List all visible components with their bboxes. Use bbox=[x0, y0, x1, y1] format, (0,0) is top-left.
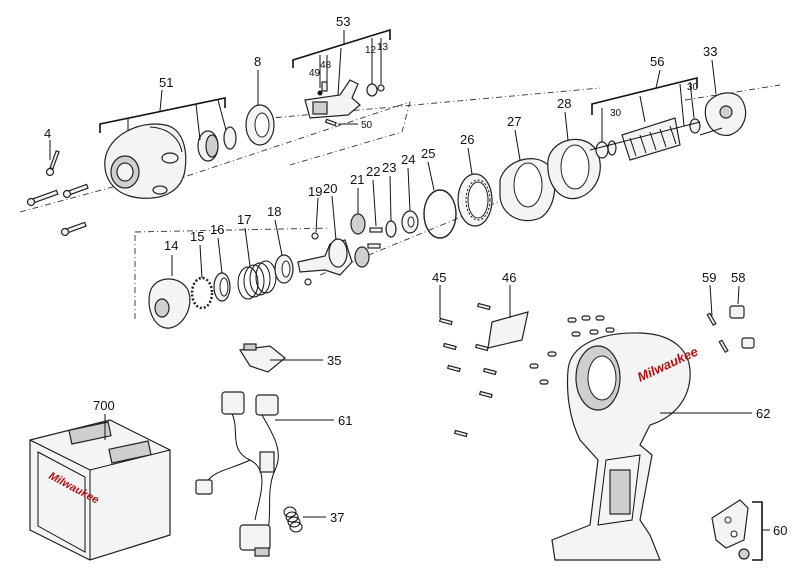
part-20-spindle bbox=[297, 238, 353, 276]
screw bbox=[62, 183, 89, 199]
label-700: 700 bbox=[93, 398, 115, 413]
label-50: 50 bbox=[361, 120, 373, 131]
label-61: 61 bbox=[338, 413, 352, 428]
assembly-axis-lines bbox=[19, 84, 781, 320]
part-27-gear-case bbox=[499, 158, 556, 222]
label-56: 56 bbox=[650, 54, 664, 69]
callout-labels: 4 51 8 53 12 13 48 49 50 14 15 16 17 18 … bbox=[44, 14, 787, 538]
part-13-oring bbox=[377, 84, 385, 92]
part-45-screws bbox=[438, 302, 497, 438]
screw bbox=[60, 221, 87, 237]
part-51-front-housing bbox=[104, 123, 237, 199]
part-16-washer bbox=[213, 272, 231, 302]
part-37-spring bbox=[283, 506, 303, 533]
label-35: 35 bbox=[327, 353, 341, 368]
label-30-left: 30 bbox=[610, 108, 622, 119]
label-24: 24 bbox=[401, 152, 415, 167]
part-59-pin bbox=[706, 312, 729, 354]
label-18: 18 bbox=[267, 204, 281, 219]
part-23-washer bbox=[385, 220, 397, 238]
part-18-washer bbox=[274, 254, 294, 284]
part-19-ball bbox=[304, 232, 319, 286]
part-56-rotor bbox=[589, 117, 701, 161]
label-48: 48 bbox=[320, 60, 332, 71]
label-33: 33 bbox=[703, 44, 717, 59]
part-4-screws bbox=[26, 150, 89, 237]
label-17: 17 bbox=[237, 212, 251, 227]
part-49-ball bbox=[317, 90, 323, 96]
label-37: 37 bbox=[330, 510, 344, 525]
label-49: 49 bbox=[309, 68, 321, 79]
label-62: 62 bbox=[756, 406, 770, 421]
screw bbox=[45, 150, 60, 177]
part-35-actuator bbox=[238, 343, 286, 373]
label-60: 60 bbox=[773, 523, 787, 538]
label-4: 4 bbox=[44, 126, 51, 141]
part-62-main-housing: Milwaukee bbox=[551, 332, 700, 561]
part-50-pin bbox=[324, 118, 337, 127]
part-25-oring bbox=[423, 189, 457, 239]
label-30-right: 30 bbox=[687, 82, 699, 93]
label-53: 53 bbox=[336, 14, 350, 29]
label-25: 25 bbox=[421, 146, 435, 161]
label-26: 26 bbox=[460, 132, 474, 147]
part-22-pin bbox=[367, 227, 383, 249]
part-53-anvil bbox=[304, 79, 385, 127]
label-13: 13 bbox=[377, 42, 389, 53]
label-12: 12 bbox=[365, 45, 377, 56]
part-700-carry-case: Milwaukee bbox=[29, 419, 171, 561]
label-21: 21 bbox=[350, 172, 364, 187]
part-60-belt-clip bbox=[711, 499, 750, 560]
part-46-nameplate bbox=[487, 311, 529, 349]
screw bbox=[26, 189, 59, 207]
part-26-ring-gear bbox=[457, 173, 493, 227]
part-21-planet-gear bbox=[350, 213, 370, 268]
label-22: 22 bbox=[366, 164, 380, 179]
part-33-pcb-stator bbox=[699, 92, 747, 136]
label-20: 20 bbox=[323, 181, 337, 196]
label-28: 28 bbox=[557, 96, 571, 111]
part-8-washer bbox=[245, 104, 275, 146]
label-58: 58 bbox=[731, 270, 745, 285]
label-51: 51 bbox=[159, 75, 173, 90]
label-19: 19 bbox=[308, 184, 322, 199]
part-17-spring bbox=[237, 260, 277, 300]
part-61-switch-wiring bbox=[195, 391, 279, 557]
part-15-ball-ring bbox=[190, 276, 214, 310]
part-28-cover bbox=[547, 138, 601, 200]
label-23: 23 bbox=[382, 160, 396, 175]
part-24-washer bbox=[401, 210, 419, 234]
label-8: 8 bbox=[254, 54, 261, 69]
small-pins bbox=[529, 315, 615, 385]
label-14: 14 bbox=[164, 238, 178, 253]
part-58-bushing bbox=[729, 305, 755, 349]
label-15: 15 bbox=[190, 229, 204, 244]
label-59: 59 bbox=[702, 270, 716, 285]
part-14-hammer bbox=[148, 278, 191, 329]
label-27: 27 bbox=[507, 114, 521, 129]
label-16: 16 bbox=[210, 222, 224, 237]
part-12-ring bbox=[366, 83, 378, 97]
label-45: 45 bbox=[432, 270, 446, 285]
leader-lines bbox=[49, 28, 770, 561]
part-48-pin bbox=[321, 81, 328, 92]
label-46: 46 bbox=[502, 270, 516, 285]
